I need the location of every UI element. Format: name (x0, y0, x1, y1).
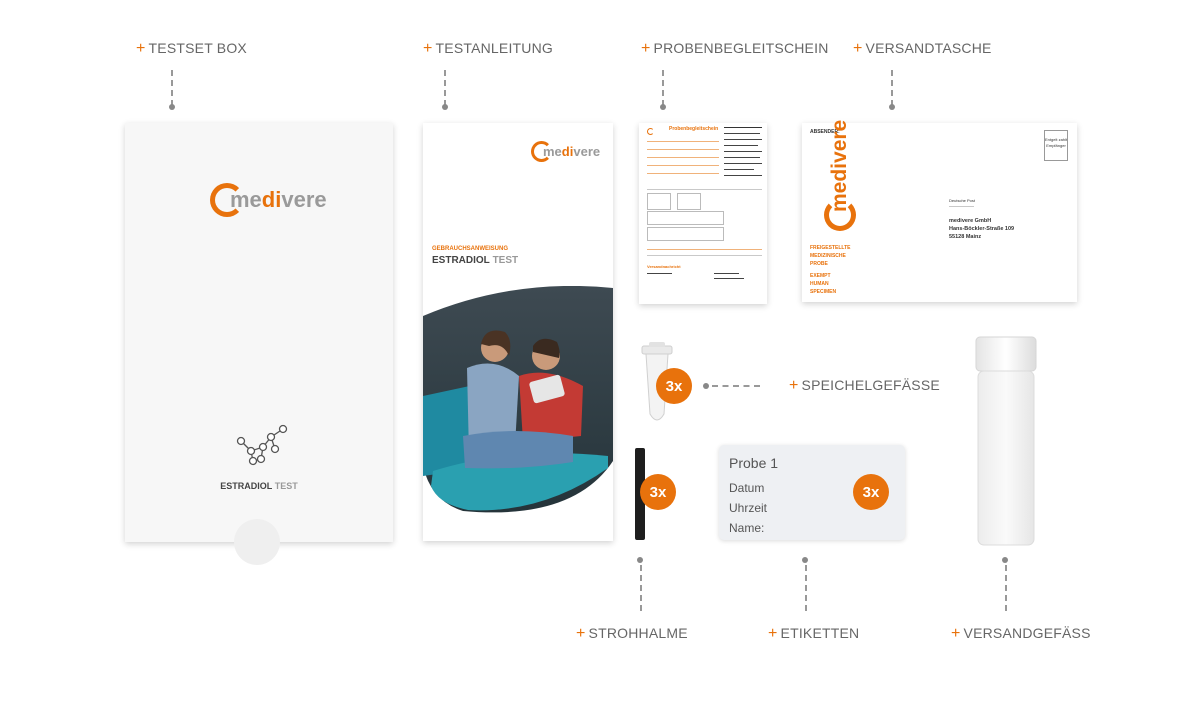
form-title: Probenbegleitschein (669, 126, 719, 132)
versandtasche-envelope: ABSENDER: Entgelt zahlt Empfänger Deutsc… (802, 120, 1077, 302)
testanleitung-booklet: medivere GEBRAUCHSANWEISUNG ESTRADIOL TE… (423, 123, 613, 541)
medivere-logo: medivere (531, 141, 600, 162)
label-testanleitung: +TESTANLEITUNG (423, 40, 554, 57)
connector-line (444, 70, 446, 106)
label-probenbegleitschein: +PROBENBEGLEITSCHEIN (641, 40, 829, 57)
connector-dot (637, 557, 643, 563)
connector-line (891, 70, 893, 106)
connector-dot (1002, 557, 1008, 563)
sticker-field-uhrzeit: Uhrzeit (729, 501, 768, 515)
molecule-icon (236, 424, 288, 466)
label-etiketten: +ETIKETTEN (768, 625, 860, 642)
sticker-field-name: Name: (729, 521, 765, 535)
form-footer: Versandnachricht (647, 264, 681, 269)
medivere-logo (647, 128, 654, 135)
probenbegleitschein-form: Probenbegleitschein Versandnachricht (639, 123, 767, 304)
straw-count-badge: 3x (640, 474, 676, 510)
connector-line (662, 70, 664, 106)
connector-dot (703, 383, 709, 389)
medivere-logo: medivere (210, 183, 327, 217)
testset-box: medivere ESTRADIOL TEST (125, 123, 393, 565)
manual-subtitle: GEBRAUCHSANWEISUNG (432, 246, 509, 252)
form-text-column (724, 127, 762, 190)
label-versandgefaess: +VERSANDGEFÄSS (951, 625, 1091, 642)
manual-title: ESTRADIOL TEST (432, 255, 519, 266)
shipping-container-icon (975, 336, 1037, 546)
box-title: ESTRADIOL TEST (220, 481, 298, 491)
sticker-field-datum: Datum (729, 481, 765, 495)
couple-photo (423, 286, 613, 513)
envelope-tags: FREIGESTELLTE MEDIZINISCHE PROBE EXEMPT … (810, 245, 851, 295)
connector-line (171, 70, 173, 106)
label-speichelgefaesse: +SPEICHELGEFÄSSE (789, 377, 940, 394)
box-tab-cutout (234, 519, 280, 565)
connector-line (640, 565, 642, 611)
connector-line (805, 565, 807, 611)
connector-dot (802, 557, 808, 563)
label-testset-box: +TESTSET BOX (136, 40, 247, 57)
connector-line (1005, 565, 1007, 611)
envelope-stamp-small: Deutsche Post (949, 198, 976, 203)
envelope-sender: ABSENDER: (810, 129, 840, 135)
connector-dot (442, 104, 448, 110)
connector-dot (169, 104, 175, 110)
sticker-title: Probe 1 (729, 455, 779, 471)
connector-line (712, 385, 760, 387)
envelope-recipient: medivere GmbH Hans-Böckler-Straße 109 55… (949, 218, 1015, 240)
saliva-count-badge: 3x (656, 368, 692, 404)
envelope-stamp: Entgelt zahlt Empfänger (1044, 130, 1068, 161)
medivere-logo: medivere (824, 120, 856, 231)
label-strohhalme: +STROHHALME (576, 625, 688, 642)
connector-dot (889, 104, 895, 110)
connector-dot (660, 104, 666, 110)
label-versandtasche: +VERSANDTASCHE (853, 40, 992, 57)
label-count-badge: 3x (853, 474, 889, 510)
